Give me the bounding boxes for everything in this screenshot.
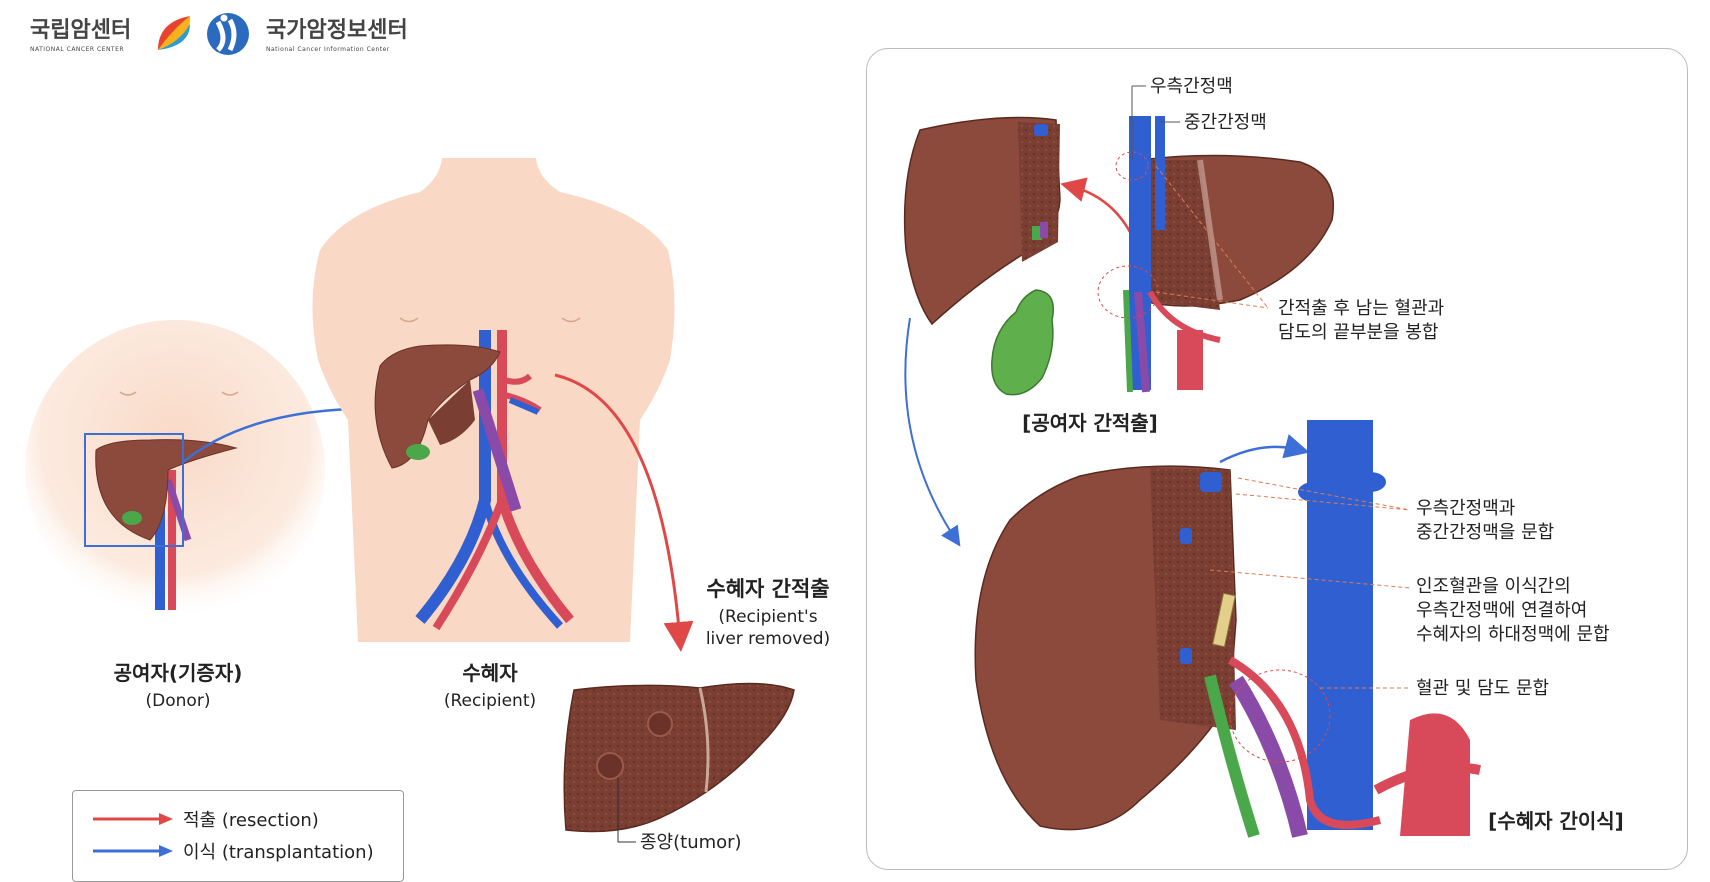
donor-torso — [25, 320, 325, 620]
nci-logo-subtext: National Cancer Information Center — [266, 46, 390, 53]
donor-liver — [95, 439, 238, 541]
ncc-logo-subtext: NATIONAL CANCER CENTER — [30, 46, 125, 53]
transplant-arrow-3 — [1219, 434, 1310, 464]
right-hepatic-vein-label: 우측간정맥 — [1150, 76, 1233, 97]
anastomosis-label-1a: 우측간정맥과 — [1416, 498, 1515, 519]
legend-transplant: 이식 (transplantation) — [93, 839, 374, 863]
donor-label: 공여자(기증자) — [114, 661, 243, 685]
tumor — [596, 752, 624, 780]
anastomosis-label-3: 혈관 및 담도 문합 — [1416, 678, 1549, 699]
anastomosis-label-2b: 우측간정맥에 연결하여 — [1416, 600, 1587, 621]
hilar-vessels — [1204, 656, 1382, 838]
nci-logo-icon — [207, 13, 249, 55]
recipient-label-en: (Recipient) — [444, 691, 536, 711]
resection-arrow — [554, 373, 694, 652]
gallbladder — [991, 289, 1054, 396]
nci-logo-text: 국가암정보센터 — [266, 18, 408, 43]
tumor-label: 종양(tumor) — [640, 832, 742, 853]
anastomosis-label-2a: 인조혈관을 이식간의 — [1416, 576, 1571, 597]
seal-label-1: 간적출 후 남는 혈관과 — [1278, 298, 1444, 319]
recipient-label: 수혜자 — [462, 661, 518, 685]
removed-liver — [563, 682, 795, 843]
transplanted-liver — [974, 465, 1237, 831]
ncc-logo-text: 국립암센터 — [30, 18, 132, 43]
middle-hepatic-vein-label: 중간간정맥 — [1184, 112, 1267, 133]
recipient-liver — [374, 344, 501, 469]
graft-vein-stub — [1034, 124, 1048, 136]
legend-resection: 적출 (resection) — [93, 807, 319, 831]
transplant-arrow-2 — [904, 317, 961, 547]
artificial-graft-vessel — [1212, 592, 1236, 648]
legend-transplant-label: 이식 (transplantation) — [183, 842, 374, 863]
recipient-removal-label: 수혜자 간적출 — [706, 577, 829, 601]
anastomosis-panel — [866, 48, 1688, 870]
donor-liver-selection-box — [84, 433, 184, 547]
anastomosis-label-2c: 수혜자의 하대정맥에 문합 — [1416, 624, 1610, 645]
donor-hepatectomy-label: [공여자 간적출] — [1022, 411, 1158, 435]
recipient-transplant-label: [수혜자 간이식] — [1488, 809, 1624, 833]
anastomosis-label-1b: 중간간정맥을 문합 — [1416, 522, 1554, 543]
transplant-arrow-icon — [93, 845, 173, 857]
graft-resection-arrow — [1060, 177, 1132, 233]
legend: 적출 (resection) 이식 (transplantation) — [72, 790, 404, 882]
recipient-torso — [312, 158, 675, 642]
recipient-removal-en-2: liver removed) — [706, 629, 830, 649]
recipient-removal-en-1: (Recipient's — [718, 607, 817, 627]
donor-graft-liver — [903, 116, 1061, 326]
donor-label-en: (Donor) — [146, 691, 211, 711]
donor-remnant-liver — [1097, 116, 1334, 393]
ncc-logo-icon — [158, 16, 191, 50]
resection-arrow-icon — [93, 813, 173, 825]
seal-label-2: 담도의 끝부분을 봉합 — [1278, 322, 1438, 343]
legend-resection-label: 적출 (resection) — [183, 810, 319, 831]
